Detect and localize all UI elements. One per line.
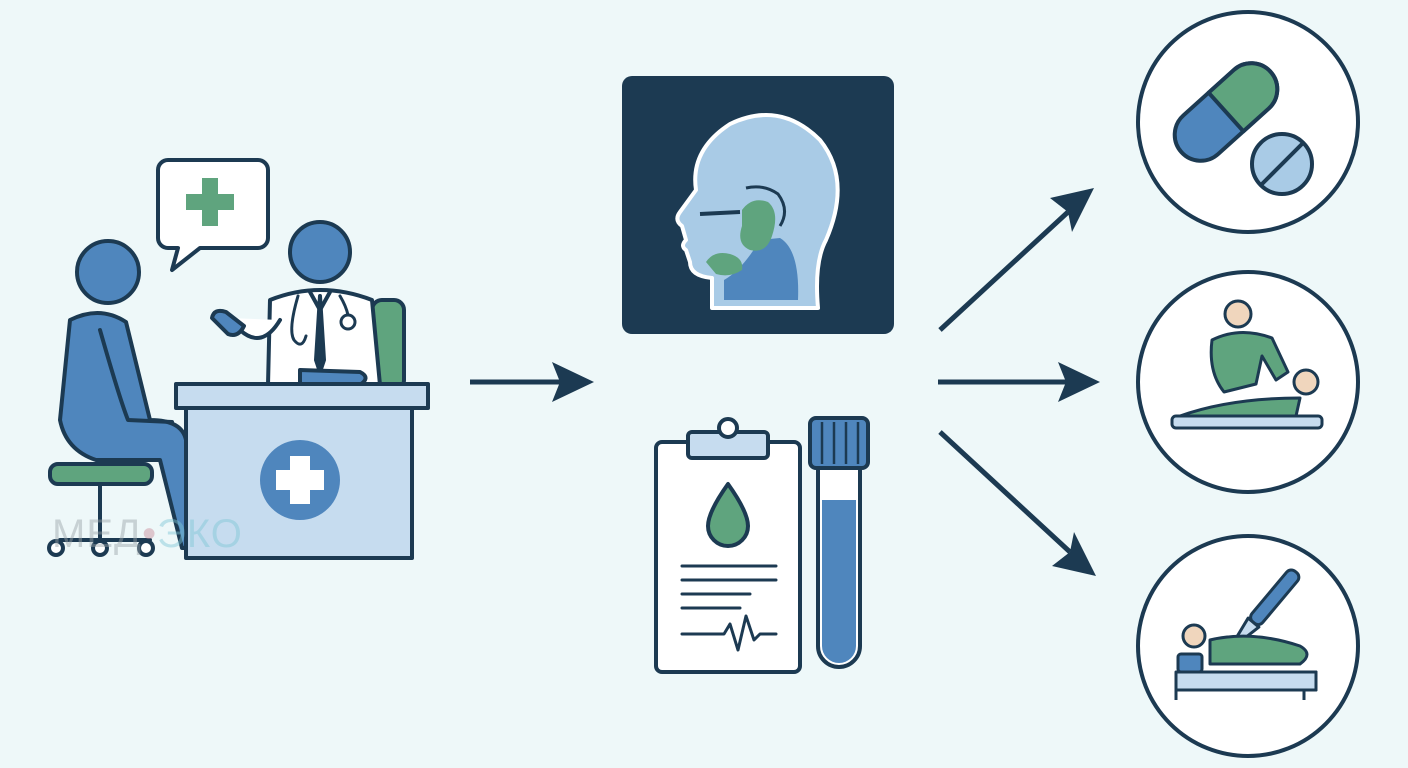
physiotherapy-icon	[1136, 270, 1360, 494]
doctor-hand	[210, 308, 246, 337]
xray-head-icon	[622, 76, 894, 334]
medical-desk-cross-icon	[174, 382, 430, 560]
medication-pills-icon	[1136, 10, 1360, 234]
doctor-head	[288, 220, 352, 284]
doctor-consultation-icon	[47, 158, 430, 560]
speech-bubble-cross-icon	[156, 158, 270, 272]
watermark-part2: ЭКО	[157, 512, 243, 556]
arrow-to-physiotherapy	[938, 362, 1100, 402]
watermark-part1: МЕД	[52, 512, 143, 556]
test-tube-icon	[808, 416, 870, 669]
blood-test-clipboard-icon	[654, 417, 802, 674]
watermark: МЕД•ЭКО	[52, 512, 243, 557]
blood-drop-icon	[706, 482, 750, 548]
watermark-dot: •	[142, 512, 158, 556]
arrow-to-diagnostics	[470, 362, 594, 402]
arrow-to-surgery	[938, 430, 1096, 576]
surgery-scalpel-icon	[1136, 534, 1360, 758]
patient-figure	[47, 239, 212, 557]
arrow-to-medication	[938, 188, 1094, 332]
